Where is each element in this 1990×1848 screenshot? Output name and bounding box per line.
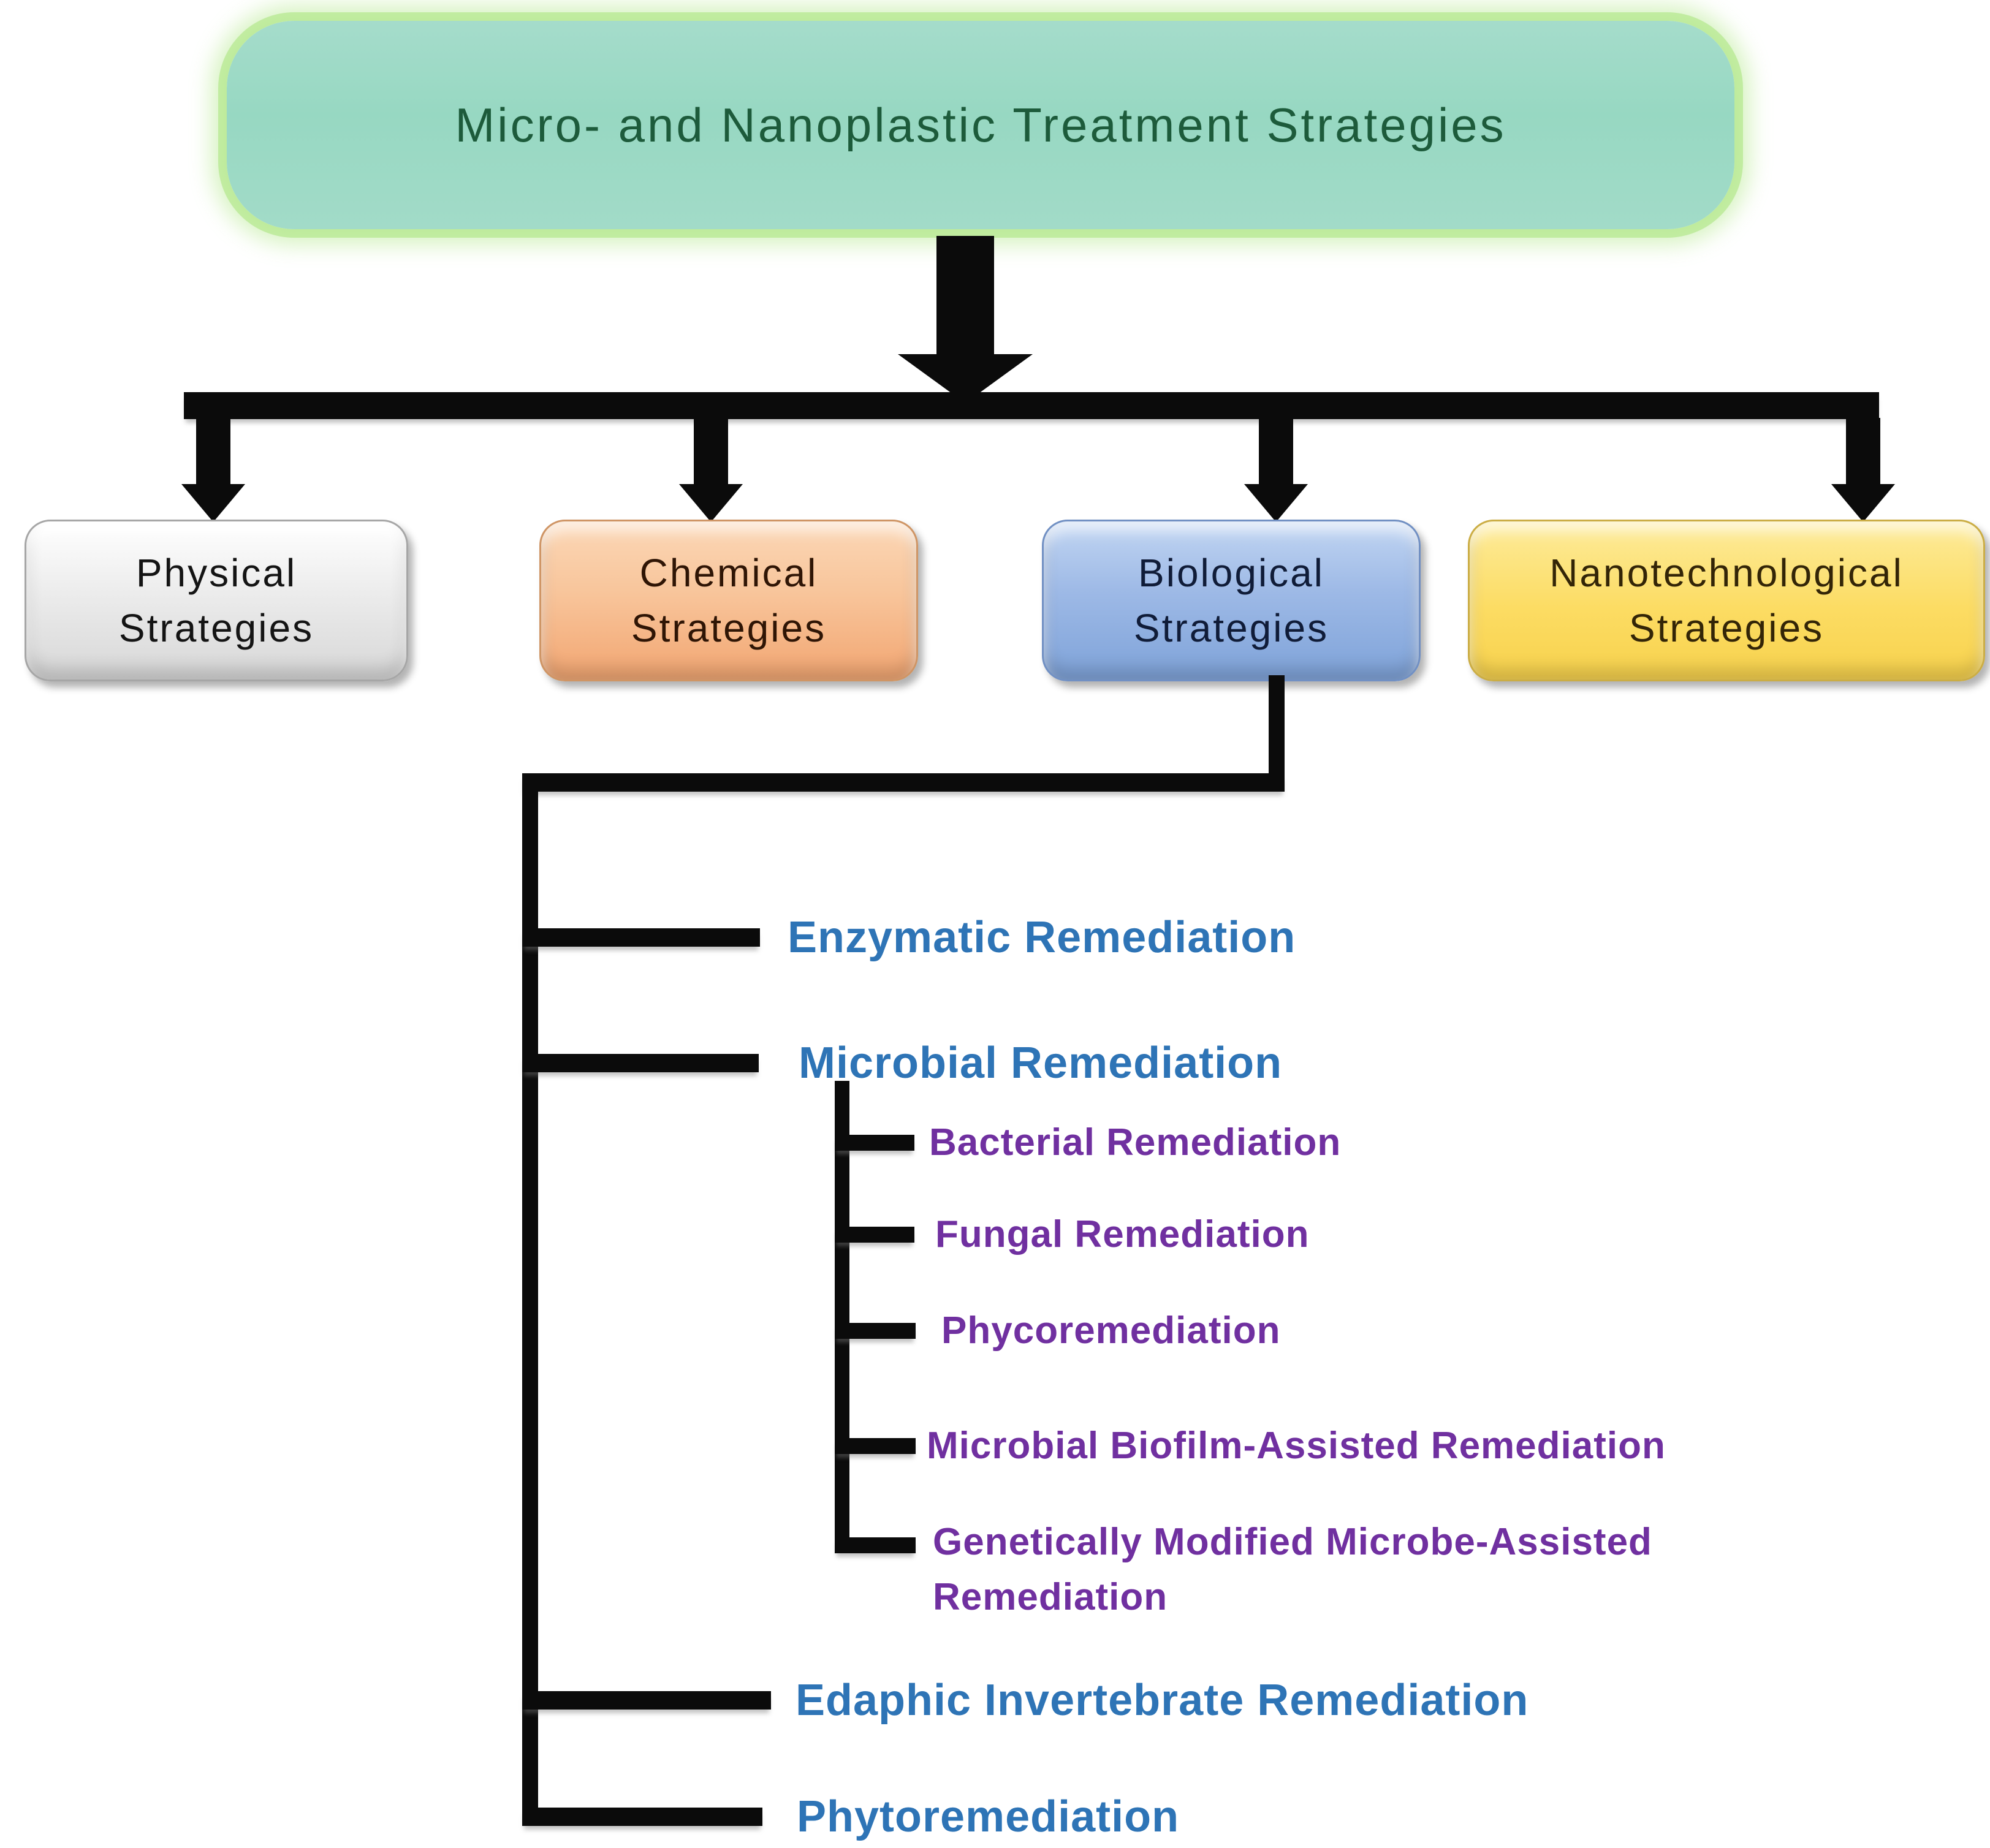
node-label-line2: Strategies: [1628, 606, 1825, 650]
elbow-connector-line: [522, 773, 1285, 792]
biological-descender-line: [1269, 675, 1285, 792]
branch-tick-phycoremediation: [835, 1323, 916, 1339]
microbial-subtrunk-line: [835, 1081, 849, 1553]
node-chemical-strategies: Chemical Strategies: [539, 520, 918, 681]
root-node-label: Micro- and Nanoplastic Treatment Strateg…: [455, 97, 1506, 152]
arrow-head: [1831, 484, 1895, 522]
arrow-shaft: [196, 418, 230, 485]
branch-label-phycoremediation: Phycoremediation: [941, 1309, 1281, 1352]
arrow-head: [679, 484, 743, 522]
branch-label-fungal-remediation: Fungal Remediation: [935, 1213, 1310, 1255]
branch-tick-genetically-modified: [835, 1537, 916, 1553]
arrow-shaft: [936, 236, 994, 358]
node-physical-strategies: Physical Strategies: [25, 520, 408, 681]
branch-tick-phytoremediation: [522, 1808, 762, 1826]
branch-label-bacterial-remediation: Bacterial Remediation: [929, 1121, 1342, 1164]
node-label-line1: Chemical: [639, 551, 818, 595]
branch-tick-bacterial: [835, 1135, 914, 1151]
branch-label-phytoremediation: Phytoremediation: [797, 1792, 1180, 1841]
branch-label-microbial-remediation: Microbial Remediation: [799, 1039, 1283, 1088]
branch-label-enzymatic-remediation: Enzymatic Remediation: [788, 913, 1296, 962]
main-trunk-line: [522, 773, 538, 1826]
node-label-line2: Strategies: [1133, 606, 1329, 650]
branch-tick-fungal: [835, 1227, 914, 1243]
arrow-head: [181, 484, 245, 522]
distribution-bar-line: [184, 392, 1879, 419]
node-label-line1: Physical: [135, 551, 297, 595]
arrow-shaft: [1259, 418, 1293, 485]
arrow-head: [1244, 484, 1308, 522]
node-label-line2: Strategies: [118, 606, 314, 650]
branch-label-microbial-biofilm-assisted-remediation: Microbial Biofilm-Assisted Remediation: [927, 1425, 1666, 1467]
branch-tick-enzymatic: [522, 928, 760, 947]
arrow-shaft: [1846, 418, 1880, 485]
node-biological-strategies: Biological Strategies: [1042, 520, 1421, 681]
branch-label-edaphic-invertebrate-remediation: Edaphic Invertebrate Remediation: [796, 1676, 1529, 1725]
branch-tick-biofilm: [835, 1438, 916, 1454]
node-label-line1: Nanotechnological: [1549, 551, 1904, 595]
branch-tick-edaphic: [522, 1691, 771, 1710]
root-node-treatment-strategies: Micro- and Nanoplastic Treatment Strateg…: [227, 21, 1734, 229]
node-label-line1: Biological: [1138, 551, 1324, 595]
node-nanotechnological-strategies: Nanotechnological Strategies: [1468, 520, 1985, 681]
branch-label-genetically-modified-microbe-assisted-remediation: Genetically Modified Microbe-Assisted Re…: [933, 1521, 1652, 1618]
branch-tick-microbial: [522, 1054, 759, 1072]
arrow-shaft: [694, 418, 728, 485]
node-label-line2: Strategies: [631, 606, 827, 650]
